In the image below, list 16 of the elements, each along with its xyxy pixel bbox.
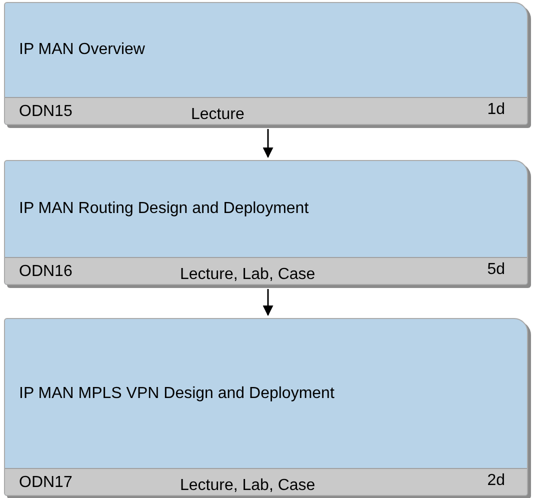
course-format: Lecture: [191, 106, 244, 124]
course-title: IP MAN Overview: [19, 41, 145, 59]
course-duration: 2d: [487, 472, 505, 490]
arrow: [262, 289, 274, 316]
course-title: IP MAN Routing Design and Deployment: [19, 200, 309, 218]
course-format: Lecture, Lab, Case: [180, 477, 316, 495]
course-duration: 5d: [487, 261, 505, 279]
course-title: IP MAN MPLS VPN Design and Deployment: [19, 384, 334, 402]
course-duration: 1d: [487, 101, 505, 119]
course-format: Lecture, Lab, Case: [180, 266, 316, 284]
course-code: ODN15: [19, 103, 72, 121]
course-code: ODN17: [19, 474, 72, 492]
course-code: ODN16: [19, 263, 72, 281]
course-card: [4, 160, 528, 285]
course-card: [4, 318, 528, 496]
course-card: [4, 2, 528, 125]
